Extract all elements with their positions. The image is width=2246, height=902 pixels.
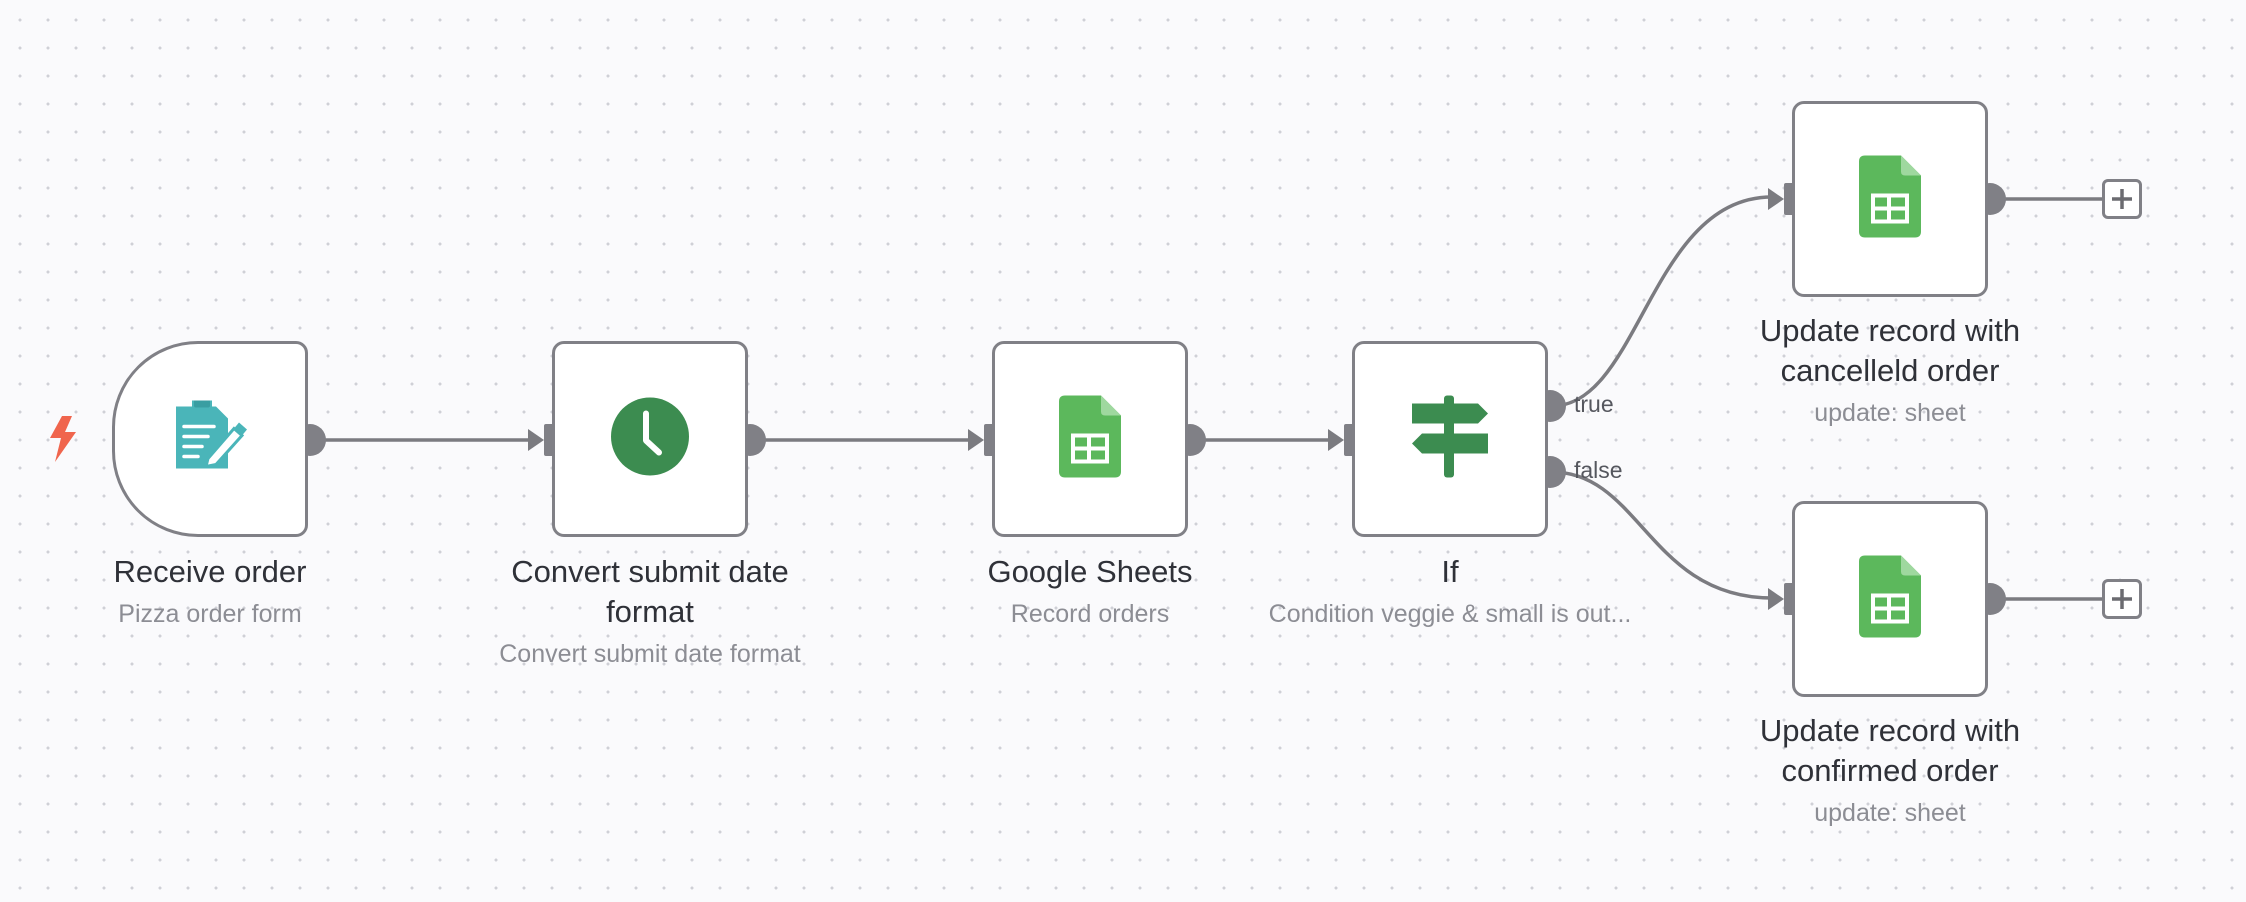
arrow-head <box>528 429 544 451</box>
node-subtitle: Convert submit date format <box>499 640 801 668</box>
branch-label-true: true <box>1574 391 1614 417</box>
node-title: Update record with confirmed order <box>1759 713 2021 788</box>
arrow-head <box>1768 588 1784 610</box>
add-node-button[interactable] <box>2102 579 2142 619</box>
node-title: Receive order <box>113 554 307 589</box>
node-label-convert-date: Convert submit date format Convert submi… <box>460 552 840 670</box>
plus-icon <box>2112 189 2132 209</box>
node-label-update-confirmed: Update record with confirmed order updat… <box>1700 711 2080 829</box>
trigger-bolt-icon <box>48 416 80 467</box>
google-sheets-icon <box>1859 155 1921 243</box>
node-title: Convert submit date format <box>511 554 789 629</box>
node-title: If <box>1441 554 1459 589</box>
node-subtitle: Record orders <box>1010 600 1170 628</box>
node-subtitle: update: sheet <box>1814 799 1966 827</box>
node-receive-order[interactable] <box>112 341 308 537</box>
node-google-sheets[interactable] <box>992 341 1188 537</box>
node-subtitle: update: sheet <box>1814 399 1966 427</box>
node-title: Google Sheets <box>987 554 1193 589</box>
node-label-if: If Condition veggie & small is out... <box>1260 552 1640 630</box>
node-label-update-cancelled: Update record with cancelleld order upda… <box>1700 311 2080 429</box>
connection-if-true-to-cancelled <box>1551 195 1773 408</box>
branch-label-false: false <box>1574 457 1623 483</box>
node-subtitle: Pizza order form <box>118 600 302 628</box>
signpost-icon <box>1408 395 1492 483</box>
arrow-head <box>1768 188 1784 210</box>
plus-icon <box>2112 589 2132 609</box>
node-update-cancelled[interactable] <box>1792 101 1988 297</box>
google-sheets-icon <box>1859 555 1921 643</box>
clock-icon <box>610 397 690 482</box>
node-if[interactable] <box>1352 341 1548 537</box>
node-update-confirmed[interactable] <box>1792 501 1988 697</box>
connection-if-false-to-confirmed <box>1551 470 1773 600</box>
node-convert-date[interactable] <box>552 341 748 537</box>
arrow-head <box>1328 429 1344 451</box>
node-label-receive-order: Receive order Pizza order form <box>20 552 400 630</box>
google-sheets-icon <box>1059 395 1121 483</box>
node-label-google-sheets: Google Sheets Record orders <box>900 552 1280 630</box>
add-node-button[interactable] <box>2102 179 2142 219</box>
form-icon <box>172 399 248 478</box>
arrow-head <box>968 429 984 451</box>
node-title: Update record with cancelleld order <box>1759 313 2021 388</box>
node-subtitle: Condition veggie & small is out... <box>1268 600 1632 628</box>
